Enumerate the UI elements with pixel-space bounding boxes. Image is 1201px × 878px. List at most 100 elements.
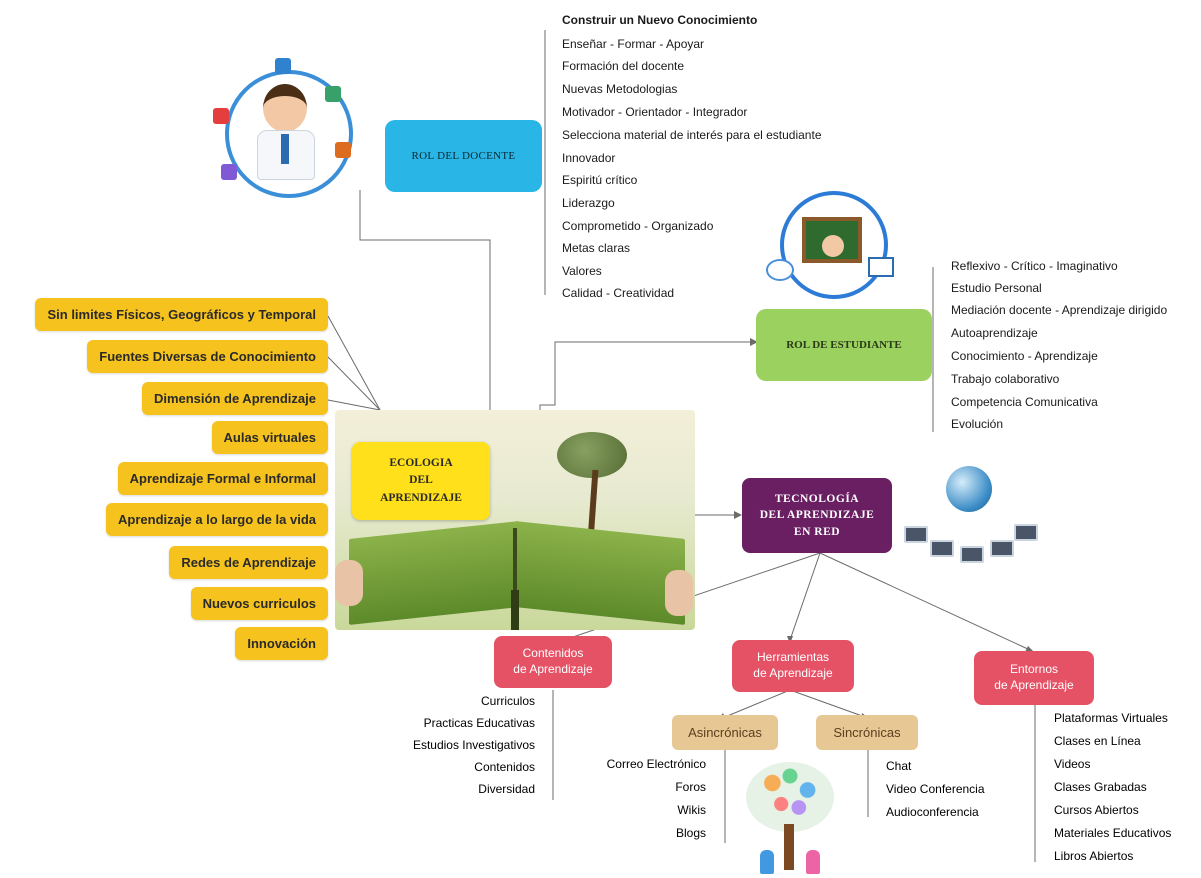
contenidos-item[interactable]: Contenidos <box>474 760 535 774</box>
docente-item[interactable]: Construir un Nuevo Conocimiento <box>562 13 758 27</box>
student-head-illustration <box>822 235 844 257</box>
asincronicas-item[interactable]: Correo Electrónico <box>606 757 706 771</box>
asincronicas-item[interactable]: Blogs <box>675 826 706 840</box>
node-sincronicas[interactable]: Sincrónicas <box>816 715 918 750</box>
docente-item[interactable]: Nuevas Metodologias <box>562 82 678 96</box>
docente-item[interactable]: Enseñar - Formar - Apoyar <box>562 37 705 51</box>
estudiante-item[interactable]: Estudio Personal <box>951 281 1042 295</box>
contenidos-item[interactable]: Curriculos <box>480 694 535 708</box>
docente-item[interactable]: Comprometido - Organizado <box>562 219 714 233</box>
node-sincronicas-label: Sincrónicas <box>833 725 901 740</box>
asincronicas-item[interactable]: Foros <box>675 780 706 794</box>
tree-crown-illustration <box>746 762 834 832</box>
book-spine <box>513 528 517 628</box>
app-icon-e <box>275 58 291 74</box>
book-ribbon <box>511 590 519 630</box>
left-hand <box>335 560 363 606</box>
node-rol-docente-label: ROL DEL DOCENTE <box>411 150 516 162</box>
entornos-item[interactable]: Videos <box>1054 757 1091 771</box>
entornos-items-list: Plataformas Virtuales Clases en Línea Vi… <box>1054 707 1201 872</box>
sincronicas-item[interactable]: Video Conferencia <box>886 782 985 796</box>
chat-bubble-icon <box>766 259 794 281</box>
laptop-icon <box>960 546 984 563</box>
app-icon-c <box>335 142 351 158</box>
docente-item[interactable]: Liderazgo <box>562 196 615 210</box>
ecologia-item[interactable]: Aulas virtuales <box>211 421 328 454</box>
node-contenidos-de-aprendizaje[interactable]: Contenidos de Aprendizaje <box>494 636 612 688</box>
ecologia-item[interactable]: Nuevos curriculos <box>190 587 328 620</box>
estudiante-item[interactable]: Trabajo colaborativo <box>951 372 1060 386</box>
contenidos-item[interactable]: Estudios Investigativos <box>412 738 535 752</box>
contenidos-item[interactable]: Diversidad <box>478 782 535 796</box>
node-contenidos-label: Contenidos de Aprendizaje <box>513 646 592 677</box>
globe-icon <box>946 466 992 512</box>
laptop-icon <box>990 540 1014 557</box>
entornos-item[interactable]: Clases en Línea <box>1054 734 1141 748</box>
estudiante-item[interactable]: Autoaprendizaje <box>951 326 1038 340</box>
ecologia-item[interactable]: Dimensión de Aprendizaje <box>141 382 328 415</box>
entornos-item[interactable]: Clases Grabadas <box>1054 780 1147 794</box>
contenidos-items-list: Curriculos Practicas Educativas Estudios… <box>330 690 535 810</box>
label-line: de Aprendizaje <box>753 666 833 680</box>
ecologia-item[interactable]: Aprendizaje Formal e Informal <box>117 462 328 495</box>
teacher-head-illustration <box>263 84 307 132</box>
tree-trunk-illustration <box>784 824 794 870</box>
sincronicas-item[interactable]: Chat <box>886 759 912 773</box>
teacher-tie-illustration <box>281 134 289 164</box>
asincronicas-item[interactable]: Wikis <box>677 803 706 817</box>
sincronicas-item[interactable]: Audioconferencia <box>886 805 979 819</box>
estudiante-item[interactable]: Conocimiento - Aprendizaje <box>951 349 1098 363</box>
estudiante-item[interactable]: Reflexivo - Crítico - Imaginativo <box>951 259 1118 273</box>
ecologia-item[interactable]: Redes de Aprendizaje <box>169 546 328 579</box>
teacher-illustration <box>205 58 375 198</box>
label-line: TECNOLOGÍA <box>774 493 860 506</box>
label-line: de Aprendizaje <box>994 678 1074 692</box>
estudiante-item[interactable]: Evolución <box>951 417 1004 431</box>
laptop-icon <box>1014 524 1038 541</box>
label-line: DEL APRENDIZAJE <box>759 509 875 522</box>
node-rol-del-docente[interactable]: ROL DEL DOCENTE <box>385 120 542 192</box>
child-left-illustration <box>760 850 774 874</box>
estudiante-item[interactable]: Competencia Comunicativa <box>951 395 1098 409</box>
label-line: Herramientas <box>756 650 830 665</box>
docente-item[interactable]: Motivador - Orientador - Integrador <box>562 105 748 119</box>
estudiante-item[interactable]: Mediación docente - Aprendizaje dirigido <box>951 303 1168 317</box>
asincronicas-items-list: Correo Electrónico Foros Wikis Blogs <box>560 753 706 853</box>
docente-item[interactable]: Innovador <box>562 151 616 165</box>
sincronicas-items-list: Chat Video Conferencia Audioconferencia <box>886 755 1026 835</box>
node-rol-de-estudiante[interactable]: ROL DE ESTUDIANTE <box>756 309 932 381</box>
ecologia-item[interactable]: Innovación <box>235 627 328 660</box>
contenidos-item[interactable]: Practicas Educativas <box>423 716 535 730</box>
node-tecnologia-del-aprendizaje-en-red[interactable]: TECNOLOGÍA DEL APRENDIZAJE EN RED <box>742 478 892 553</box>
app-icon-d <box>221 164 237 180</box>
label-line: de Aprendizaje <box>513 662 593 676</box>
entornos-item[interactable]: Libros Abiertos <box>1054 849 1134 863</box>
student-illustration <box>762 183 902 303</box>
node-asincronicas[interactable]: Asincrónicas <box>672 715 778 750</box>
docente-item[interactable]: Valores <box>562 264 602 278</box>
tree-people-illustration <box>740 760 840 878</box>
label-line: EN RED <box>793 525 841 538</box>
entornos-item[interactable]: Cursos Abiertos <box>1054 803 1139 817</box>
docente-item[interactable]: Formación del docente <box>562 59 685 73</box>
ecologia-item[interactable]: Aprendizaje a lo largo de la vida <box>106 503 328 536</box>
node-entornos-de-aprendizaje[interactable]: Entornos de Aprendizaje <box>974 651 1094 705</box>
node-entornos-label: Entornos de Aprendizaje <box>994 662 1073 693</box>
docente-item[interactable]: Espiritú crítico <box>562 173 638 187</box>
ecologia-item[interactable]: Fuentes Diversas de Conocimiento <box>87 340 328 373</box>
entornos-item[interactable]: Materiales Educativos <box>1054 826 1172 840</box>
laptop-icon <box>930 540 954 557</box>
ecologia-item[interactable]: Sin limites Físicos, Geográficos y Tempo… <box>35 298 328 331</box>
node-herramientas-de-aprendizaje[interactable]: Herramientas de Aprendizaje <box>732 640 854 692</box>
label-line: Contenidos <box>522 646 584 661</box>
label-line: ECOLOGIA <box>389 457 453 470</box>
docente-item[interactable]: Calidad - Creatividad <box>562 286 675 300</box>
child-right-illustration <box>806 850 820 874</box>
node-ecologia-del-aprendizaje[interactable]: ECOLOGIA DEL APRENDIZAJE <box>352 442 490 520</box>
docente-item[interactable]: Selecciona material de interés para el e… <box>562 128 822 142</box>
docente-item[interactable]: Metas claras <box>562 241 631 255</box>
node-asincronicas-label: Asincrónicas <box>688 725 762 740</box>
entornos-item[interactable]: Plataformas Virtuales <box>1054 711 1168 725</box>
